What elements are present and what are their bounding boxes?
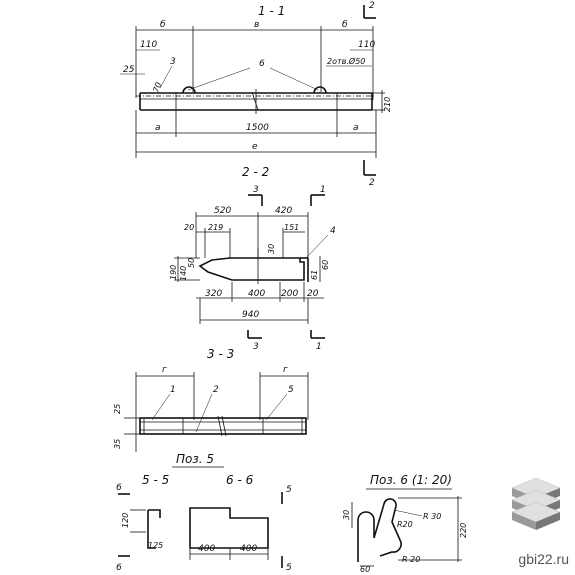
dim-220: 220 — [459, 523, 468, 538]
pos-5-title: Поз. 5 — [176, 452, 214, 466]
cut-mark-1-top: 1 — [320, 185, 326, 195]
label-4: 4 — [330, 226, 336, 236]
mark-5-bottom: 5 — [286, 563, 292, 573]
dim-61: 61 — [310, 270, 319, 280]
dim-1500: 1500 — [246, 123, 269, 133]
section-1-1: 1 - 1 2 б в б 110 110 25 70 3 6 2отв.Ø50 — [120, 1, 392, 188]
dim-125: 125 — [148, 541, 163, 550]
dim-70: 70 — [151, 81, 163, 94]
dim-140: 140 — [179, 266, 188, 281]
dim-30: 30 — [267, 244, 276, 254]
label-6: 6 — [259, 59, 265, 69]
section-2-2: 2 - 2 3 1 520 420 20 219 151 30 4 — [169, 165, 336, 352]
dim-420: 420 — [275, 206, 292, 216]
dim-110-left: 110 — [140, 40, 157, 50]
dim-g-left: г — [162, 365, 167, 375]
watermark-text: gbi22.ru — [518, 551, 569, 567]
dim-120: 120 — [121, 513, 130, 528]
dim-200: 200 — [281, 289, 298, 299]
dim-520: 520 — [214, 206, 231, 216]
sub-6-6: 6 - 6 — [226, 473, 254, 487]
section-3-3-title: 3 - 3 — [207, 347, 234, 361]
cut-mark-2-top: 2 — [369, 1, 375, 11]
mark-5-top: 5 — [286, 485, 292, 495]
label-holes: 2отв.Ø50 — [327, 56, 365, 66]
dim-190: 190 — [169, 265, 178, 280]
cut-mark-3-top: 3 — [253, 185, 259, 195]
cut-mark-3-bottom: 3 — [253, 342, 259, 352]
dim-r20-bottom: R 20 — [402, 555, 420, 564]
dim-25: 25 — [123, 65, 135, 75]
dim-b-right: б — [342, 20, 348, 30]
section-1-1-title: 1 - 1 — [258, 4, 285, 18]
dim-110-right: 110 — [358, 40, 375, 50]
dim-20-top: 20 — [184, 223, 194, 232]
dim-940: 940 — [242, 310, 259, 320]
dim-a-right: а — [353, 123, 359, 133]
dim-e: е — [252, 142, 258, 152]
dim-g-right: г — [283, 365, 288, 375]
dim-60: 60 — [321, 260, 330, 270]
sub-5-5: 5 - 5 — [142, 473, 169, 487]
dim-r20-top: R20 — [397, 520, 413, 529]
dim-v: в — [254, 20, 259, 30]
dim-320: 320 — [205, 289, 222, 299]
cut-mark-1-bottom: 1 — [316, 342, 322, 352]
mark-6-bottom: 6 — [116, 563, 122, 573]
pos-6-title: Поз. 6 (1: 20) — [370, 473, 452, 487]
dim-30-pos6: 30 — [342, 510, 351, 520]
dim-400-a: 400 — [198, 544, 215, 554]
dim-b-left: б — [160, 20, 166, 30]
dim-60-pos6: 60 — [360, 565, 370, 574]
label-3: 3 — [170, 57, 176, 67]
mark-6-top: 6 — [116, 483, 122, 493]
dim-r30: R 30 — [423, 512, 441, 521]
dim-50: 50 — [187, 258, 196, 268]
dim-400: 400 — [248, 289, 265, 299]
dim-219: 219 — [208, 223, 223, 232]
pos-6: Поз. 6 (1: 20) 30 R20 R 30 220 60 R 20 — [342, 473, 468, 574]
section-2-2-title: 2 - 2 — [242, 165, 269, 179]
dim-151: 151 — [284, 223, 299, 232]
label-2: 2 — [213, 385, 219, 395]
section-3-3: 3 - 3 г г 1 2 5 25 35 — [113, 347, 309, 452]
label-5: 5 — [288, 385, 294, 395]
dim-25-3-3: 25 — [113, 404, 122, 414]
watermark-logo-icon — [511, 477, 561, 530]
label-1: 1 — [170, 385, 176, 395]
pos-5: Поз. 5 5 - 5 6 - 6 6 6 120 125 400 400 5… — [116, 452, 292, 573]
dim-210: 210 — [383, 97, 392, 112]
dim-35: 35 — [113, 439, 122, 449]
cut-mark-2-bottom: 2 — [369, 178, 375, 188]
dim-20-bottom: 20 — [307, 289, 319, 299]
dim-400-b: 400 — [240, 544, 257, 554]
dim-a-left: а — [155, 123, 161, 133]
